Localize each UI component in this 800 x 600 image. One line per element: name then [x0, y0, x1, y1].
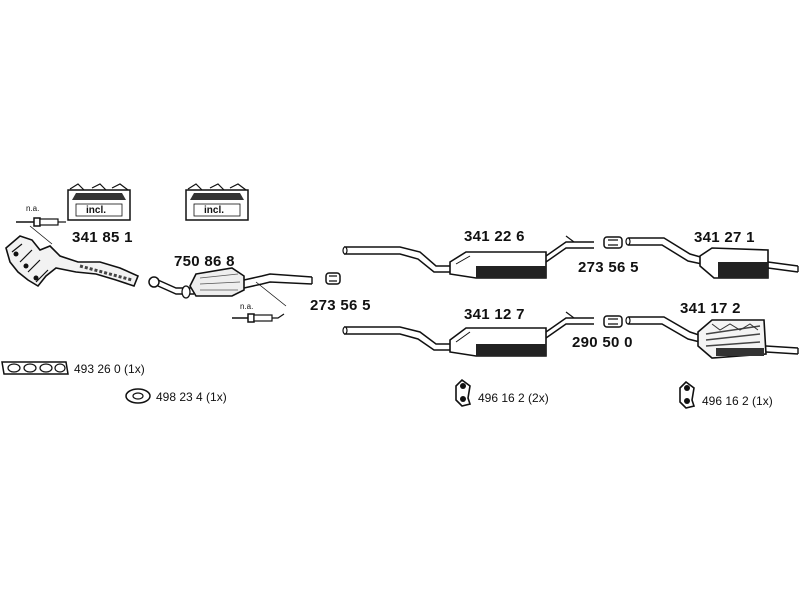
ring-gasket [125, 388, 151, 404]
sensor-note-2: n.a. [240, 302, 254, 311]
part-number-clamp-upper: 273 56 5 [578, 259, 639, 276]
part-number-clamp-left: 273 56 5 [310, 297, 371, 314]
part-number-rear-upper: 341 27 1 [694, 229, 755, 246]
exhaust-manifold [5, 235, 140, 288]
manifold-gasket [1, 361, 69, 375]
part-number-clamp-lower: 290 50 0 [572, 334, 633, 351]
accessory-hanger-middle: 496 16 2 (2x) [478, 391, 549, 405]
accessory-gasket-ring: 498 23 4 (1x) [156, 390, 227, 404]
clamp-upper [603, 236, 623, 249]
incl-box-catalyst [185, 183, 249, 221]
rear-silencer-upper [625, 237, 799, 279]
accessory-hanger-rear: 496 16 2 (1x) [702, 394, 773, 408]
incl-label-1: incl. [86, 205, 107, 216]
rubber-hanger-middle [455, 378, 472, 407]
clamp-left [325, 272, 341, 285]
catalytic-converter [148, 267, 313, 307]
part-number-middle-upper: 341 22 6 [464, 228, 525, 245]
part-number-middle-lower: 341 12 7 [464, 306, 525, 323]
accessory-gasket-manifold: 493 26 0 (1x) [74, 362, 145, 376]
clamp-lower [603, 315, 623, 328]
sensor-note-1: n.a. [26, 204, 40, 213]
lambda-sensor-2 [232, 313, 285, 323]
middle-silencer-lower [342, 311, 594, 357]
rubber-hanger-rear [679, 380, 696, 409]
part-number-rear-lower: 341 17 2 [680, 300, 741, 317]
lambda-sensor-1 [16, 217, 66, 245]
rear-silencer-lower [625, 316, 799, 359]
part-number-catalyst: 750 86 8 [174, 253, 235, 270]
middle-silencer-upper [342, 235, 594, 279]
incl-label-2: incl. [204, 205, 225, 216]
incl-box-manifold [67, 183, 131, 221]
part-number-manifold: 341 85 1 [72, 229, 133, 246]
